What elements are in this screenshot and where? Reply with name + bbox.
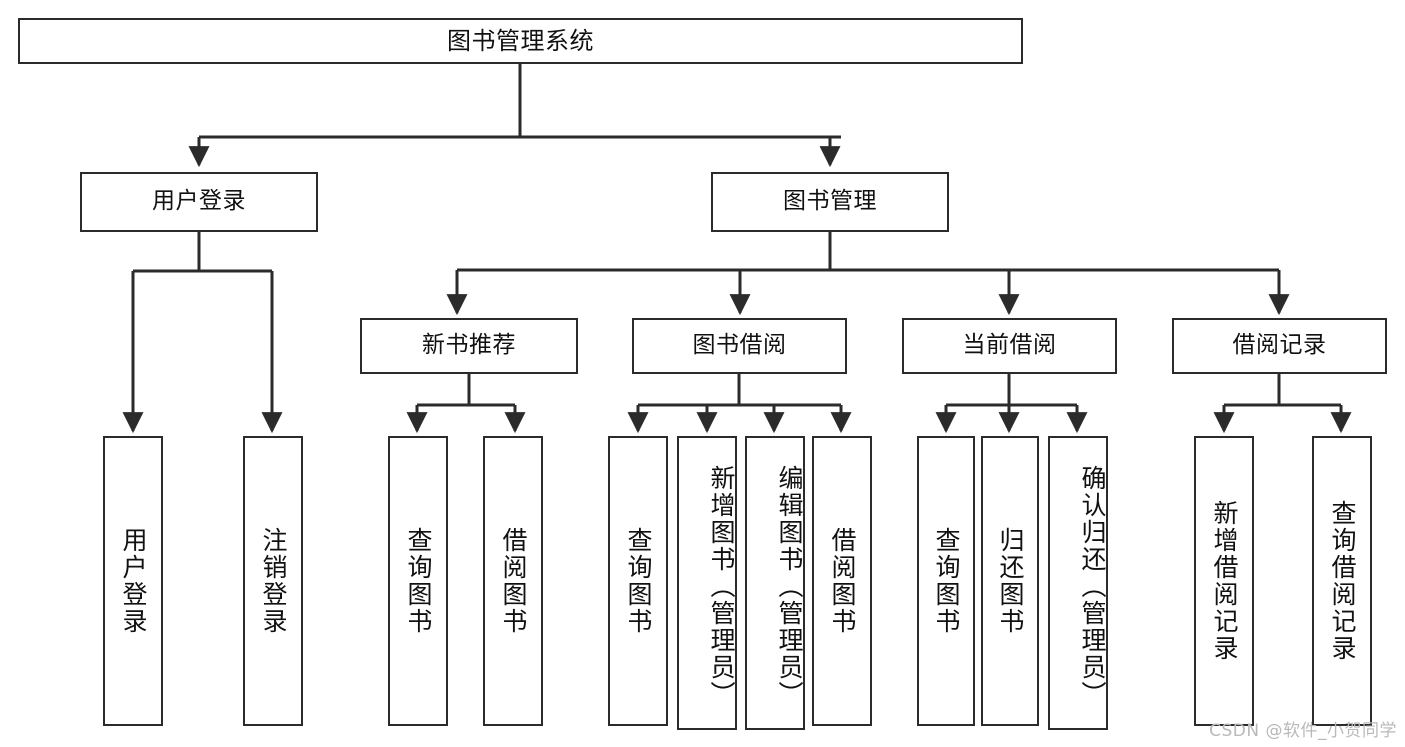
node-book-borrow[interactable]: 图书借阅 <box>632 318 847 374</box>
node-borrow-record[interactable]: 借阅记录 <box>1172 318 1387 374</box>
leaf-user-login[interactable]: 用户登录 <box>103 436 163 726</box>
leaf-query-book-current[interactable]: 查询图书 <box>917 436 975 726</box>
node-new-book-recommend[interactable]: 新书推荐 <box>360 318 578 374</box>
leaf-confirm-return-admin[interactable]: 确认归还（管理员） <box>1048 436 1108 730</box>
leaf-query-book-recommend[interactable]: 查询图书 <box>388 436 448 726</box>
leaf-return-book[interactable]: 归还图书 <box>981 436 1039 726</box>
leaf-logout-login[interactable]: 注销登录 <box>243 436 303 726</box>
csdn-watermark: CSDN @软件_小贺同学 <box>1209 721 1397 741</box>
leaf-add-book-admin[interactable]: 新增图书（管理员） <box>677 436 737 730</box>
leaf-query-book-borrow[interactable]: 查询图书 <box>608 436 668 726</box>
leaf-query-borrow-record[interactable]: 查询借阅记录 <box>1312 436 1372 726</box>
leaf-borrow-book[interactable]: 借阅图书 <box>812 436 872 726</box>
node-current-borrow[interactable]: 当前借阅 <box>902 318 1117 374</box>
leaf-borrow-book-recommend[interactable]: 借阅图书 <box>483 436 543 726</box>
leaf-edit-book-admin[interactable]: 编辑图书（管理员） <box>745 436 805 730</box>
leaf-add-borrow-record[interactable]: 新增借阅记录 <box>1194 436 1254 726</box>
node-user-login[interactable]: 用户登录 <box>80 172 318 232</box>
node-root-system[interactable]: 图书管理系统 <box>18 18 1023 64</box>
node-book-management[interactable]: 图书管理 <box>711 172 949 232</box>
